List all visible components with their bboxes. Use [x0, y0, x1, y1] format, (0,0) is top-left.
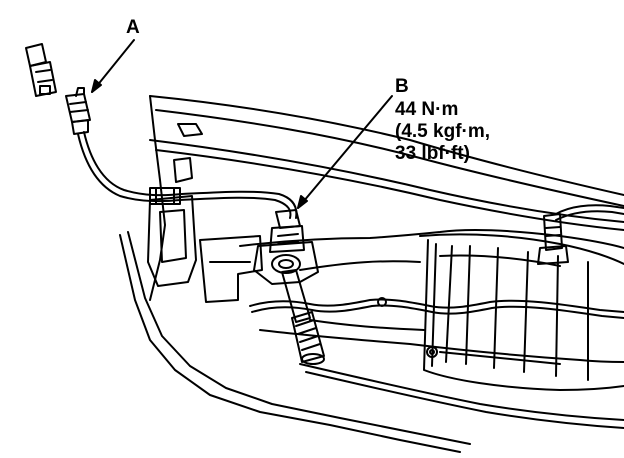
primary-oxygen-sensor-b: [253, 209, 319, 285]
sensor-harness: [77, 131, 298, 219]
connector-a: [25, 43, 91, 135]
torque-spec-lbf: 33 lbf·ft): [395, 143, 470, 164]
callout-b-label: B: [395, 76, 409, 97]
secondary-oxygen-sensor: [537, 204, 624, 265]
exhaust-pipe: [239, 228, 624, 429]
body-panel-lines: [119, 95, 624, 453]
callout-arrows: [91, 39, 393, 209]
callout-a-label: A: [126, 17, 140, 38]
sensor-socket-tool: [281, 269, 325, 365]
torque-spec-nm: 44 N·m: [395, 99, 459, 120]
torque-spec-kgf: (4.5 kgf·m,: [395, 121, 491, 142]
